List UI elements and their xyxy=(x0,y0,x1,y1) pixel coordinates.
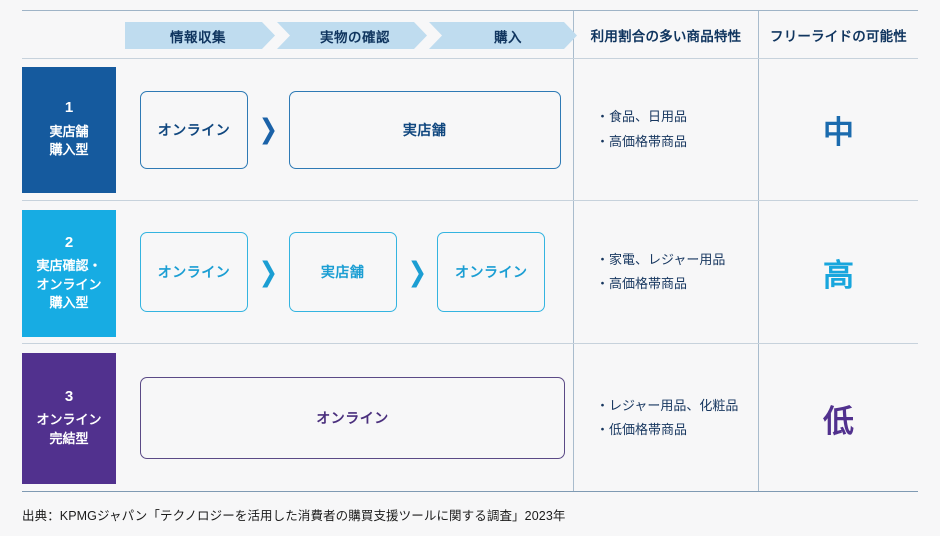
stage-chevron-group: 情報収集 実物の確認 購入 xyxy=(125,22,577,49)
column-header-rating-label: フリーライドの可能性 xyxy=(770,28,907,44)
stage-label-1: 情報収集 xyxy=(170,29,226,45)
column-header-features: 利用割合の多い商品特性 xyxy=(574,11,758,58)
journey-box-1-1: オンライン xyxy=(140,90,248,169)
feature-item: ・低価格帯商品 xyxy=(596,422,688,437)
journey-box-label: オンライン xyxy=(455,264,528,280)
table-header: 情報収集 実物の確認 購入 利用割合の多い商品特性 フリーライドの可能性 xyxy=(22,11,918,58)
journey-box-label: 実店舗 xyxy=(402,121,447,138)
category-block-1: 1 実店舗 購入型 xyxy=(22,67,116,193)
freeride-rating-3: 低 xyxy=(823,403,854,439)
chevron-right-icon: ❯ xyxy=(258,114,278,145)
journey-box-2-2: 実店舗 xyxy=(288,232,397,312)
column-header-features-label: 利用割合の多い商品特性 xyxy=(590,28,742,44)
stage-label-2: 実物の確認 xyxy=(320,29,390,45)
journey-box-label: オンライン xyxy=(316,410,389,426)
chevron-gap-2 xyxy=(427,22,431,49)
table-row: 3 オンライン 完結型 オンライン ・レジャー用品、化粧品 ・低価格帯商品 低 xyxy=(22,344,918,492)
row-separator-2 xyxy=(22,343,918,344)
header-separator xyxy=(22,58,918,59)
matrix-table: 情報収集 実物の確認 購入 利用割合の多い商品特性 フリーライドの可能性 xyxy=(22,10,918,492)
feature-list-3: ・レジャー用品、化粧品 ・低価格帯商品 xyxy=(596,344,761,492)
journey-box-label: オンライン xyxy=(157,264,231,280)
journey-stages-3: オンライン xyxy=(140,344,565,492)
column-header-rating: フリーライドの可能性 xyxy=(759,11,918,58)
category-label-2: 実店確認・ オンライン 購入型 xyxy=(36,258,102,310)
journey-box-label: オンライン xyxy=(157,121,231,138)
journey-box-label: 実店舗 xyxy=(320,264,365,280)
category-block-3: 3 オンライン 完結型 xyxy=(22,353,116,484)
feature-item: ・レジャー用品、化粧品 xyxy=(596,397,739,413)
stage-chevron-1: 情報収集 xyxy=(125,22,275,49)
category-label-1: 実店舗 購入型 xyxy=(49,123,89,158)
column-divider-features xyxy=(573,11,574,491)
feature-list-1: ・食品、日用品 ・高価格帯商品 xyxy=(596,59,761,200)
category-number-2: 2 xyxy=(64,233,74,251)
feature-item: ・高価格帯商品 xyxy=(596,276,688,291)
stage-label-3: 購入 xyxy=(494,29,522,45)
chevron-right-icon: ❯ xyxy=(258,256,278,288)
freeride-rating-1: 中 xyxy=(823,115,854,150)
feature-item: ・家電、レジャー用品 xyxy=(596,251,726,267)
chevron-right-icon: ❯ xyxy=(407,256,427,288)
freeride-rating-2: 高 xyxy=(823,257,854,293)
column-divider-rating xyxy=(758,11,759,491)
journey-box-2-3: オンライン xyxy=(437,232,546,312)
journey-box-1-2: 実店舗 xyxy=(288,90,561,169)
journey-box-2-1: オンライン xyxy=(140,232,248,312)
category-block-2: 2 実店確認・ オンライン 購入型 xyxy=(22,210,116,337)
category-number-3: 3 xyxy=(64,387,74,405)
feature-item: ・高価格帯商品 xyxy=(596,133,688,149)
journey-stages-1: オンライン ❯ 実店舗 xyxy=(140,59,565,200)
source-citation: 出典：KPMGジャパン「テクノロジーを活用した消費者の購買支援ツールに関する調査… xyxy=(22,509,566,523)
stage-chevron-3: 購入 xyxy=(429,22,577,49)
table-row: 2 実店確認・ オンライン 購入型 オンライン ❯ 実店舗 ❯ オンライン ・家… xyxy=(22,201,918,343)
feature-list-2: ・家電、レジャー用品 ・高価格帯商品 xyxy=(596,201,761,343)
table-row: 1 実店舗 購入型 オンライン ❯ 実店舗 ・食品、日用品 ・高価格帯商品 中 xyxy=(22,59,918,200)
row-separator-1 xyxy=(22,200,918,201)
journey-box-3-1: オンライン xyxy=(140,377,565,459)
category-label-3: オンライン 完結型 xyxy=(36,412,102,446)
journey-stages-2: オンライン ❯ 実店舗 ❯ オンライン xyxy=(140,201,565,343)
category-number-1: 1 xyxy=(64,99,74,117)
stage-chevron-2: 実物の確認 xyxy=(277,22,427,49)
chevron-gap-1 xyxy=(275,22,279,49)
feature-item: ・食品、日用品 xyxy=(596,109,688,125)
